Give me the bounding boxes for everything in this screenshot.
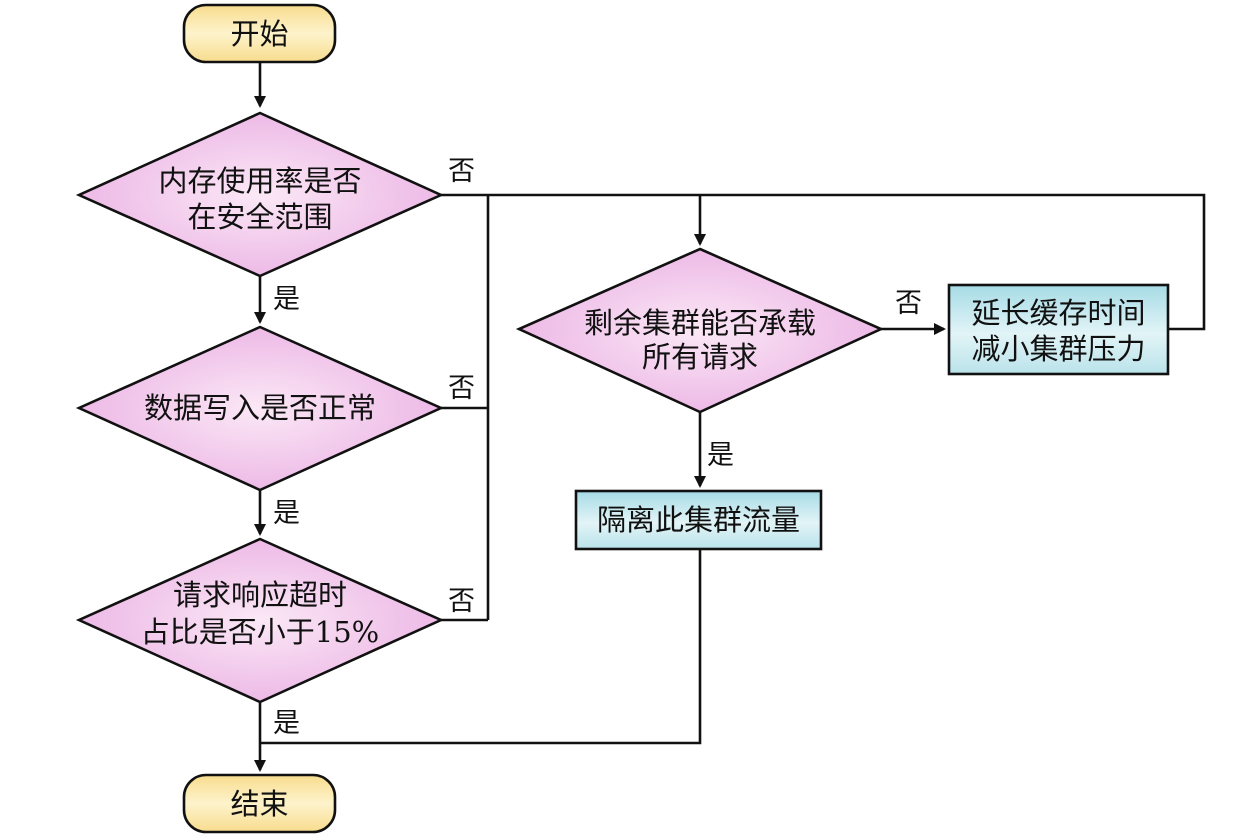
end-label: 结束 bbox=[230, 787, 288, 821]
label-capacity-yes: 是 bbox=[707, 440, 734, 471]
decision-capacity-line-2: 所有请求 bbox=[642, 340, 758, 374]
label-timeout-yes: 是 bbox=[273, 708, 300, 739]
label-write-yes: 是 bbox=[273, 498, 300, 529]
process-isolate-line-1: 隔离此集群流量 bbox=[597, 503, 800, 537]
start-node: 开始 bbox=[182, 3, 337, 64]
end-node: 结束 bbox=[182, 773, 337, 834]
process-isolate-node: 隔离此集群流量 bbox=[574, 489, 823, 551]
process-extend-node: 延长缓存时间 减小集群压力 bbox=[947, 283, 1170, 376]
label-capacity-no: 否 bbox=[895, 288, 922, 319]
decision-timeout-line-2: 占比是否小于15% bbox=[141, 615, 379, 649]
start-label: 开始 bbox=[230, 17, 288, 51]
label-timeout-no: 否 bbox=[448, 586, 475, 617]
edge-memory-no bbox=[441, 193, 1206, 331]
label-memory-no: 否 bbox=[448, 156, 475, 187]
decision-write-node: 数据写入是否正常 bbox=[75, 325, 445, 492]
label-memory-yes: 是 bbox=[273, 284, 300, 315]
decision-capacity-node: 剩余集群能否承载 所有请求 bbox=[515, 247, 885, 414]
decision-capacity-line-1: 剩余集群能否承载 bbox=[584, 306, 816, 340]
edge-isolate-to-end bbox=[260, 550, 702, 745]
label-write-no: 否 bbox=[448, 373, 475, 404]
process-extend-line-1: 延长缓存时间 bbox=[971, 296, 1145, 330]
decision-timeout-node: 请求响应超时 占比是否小于15% bbox=[75, 537, 445, 704]
process-extend-line-2: 减小集群压力 bbox=[971, 332, 1145, 366]
decision-memory-node: 内存使用率是否 在安全范围 bbox=[75, 111, 445, 278]
decision-memory-line-2: 在安全范围 bbox=[187, 200, 332, 234]
decision-timeout-line-1: 请求响应超时 bbox=[173, 578, 347, 612]
decision-write-line-1: 数据写入是否正常 bbox=[144, 391, 376, 425]
decision-memory-line-1: 内存使用率是否 bbox=[158, 164, 361, 198]
